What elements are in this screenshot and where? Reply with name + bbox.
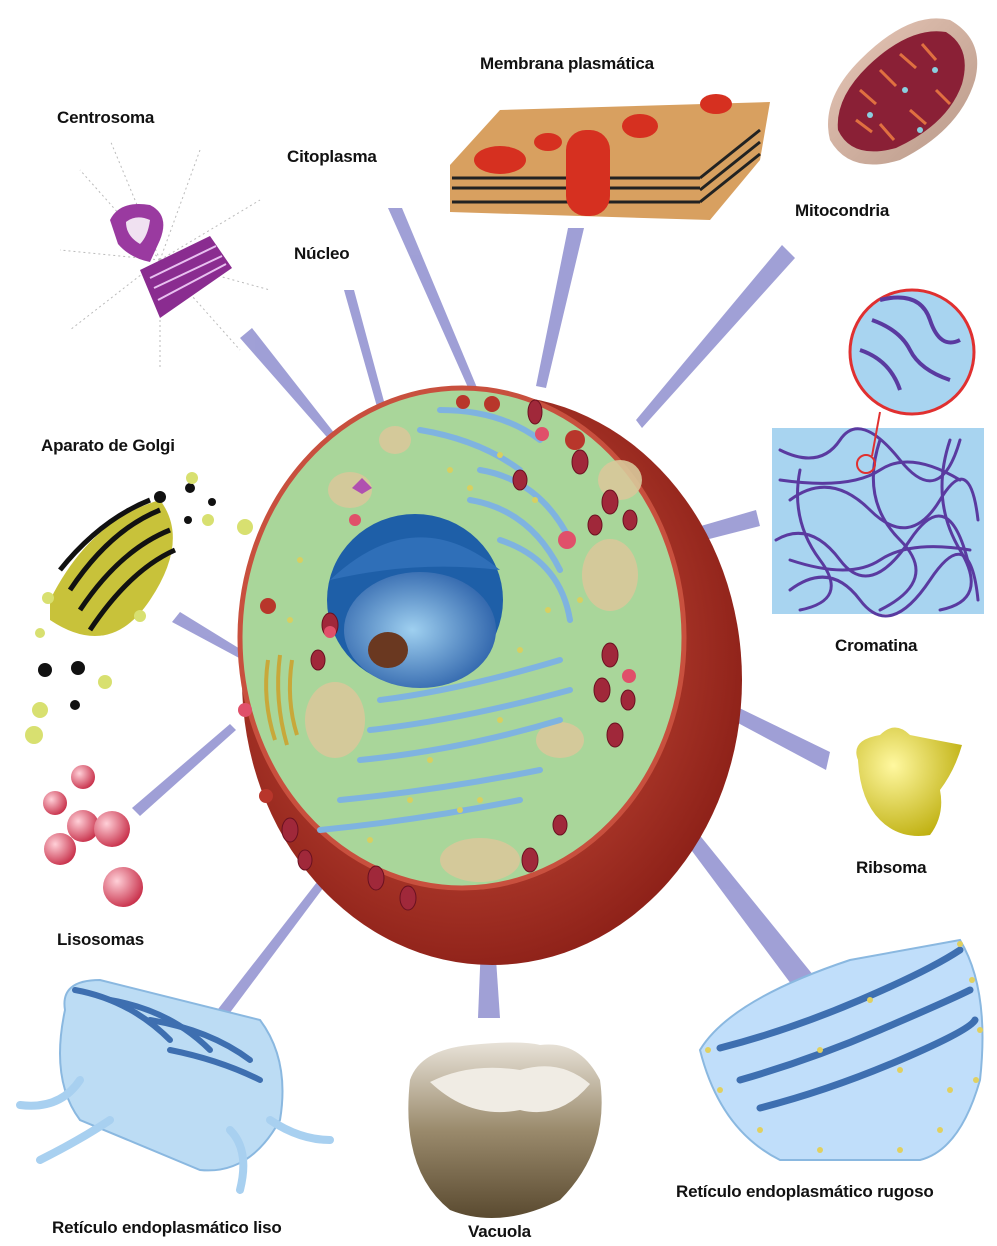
label-citoplasma: Citoplasma [287,147,377,167]
pointer-centrosoma [240,328,346,452]
label-nucleo: Núcleo [294,244,349,264]
label-mitocondria: Mitocondria [795,201,889,221]
pointer-membrana [536,228,584,388]
label-golgi: Aparato de Golgi [41,436,175,456]
label-lisosomas: Lisosomas [57,930,144,950]
ribosome-illustration [856,728,962,837]
chromatin-illustration [772,290,984,616]
pointer-mitocondria [636,245,795,428]
vacuole-illustration [408,1043,601,1219]
label-vacuola: Vacuola [468,1222,531,1242]
nucleolus [368,632,408,668]
label-rel: Retículo endoplasmático liso [52,1218,282,1238]
label-membrana: Membrana plasmática [480,54,654,74]
label-centrosoma: Centrosoma [57,108,154,128]
centrosome-illustration [60,140,270,370]
cell [238,388,742,965]
pointer-citoplasma [388,208,478,392]
label-cromatina: Cromatina [835,636,917,656]
lysosomes-illustration [43,765,143,907]
label-rer: Retículo endoplasmático rugoso [676,1182,934,1202]
rough-er-illustration [700,940,983,1160]
label-ribosoma: Ribsoma [856,858,926,878]
mitochondrion-illustration [828,18,977,164]
golgi-illustration [25,472,253,744]
smooth-er-illustration [20,980,330,1190]
pointer-lisosomas [132,724,236,816]
membrane-illustration [450,94,770,220]
